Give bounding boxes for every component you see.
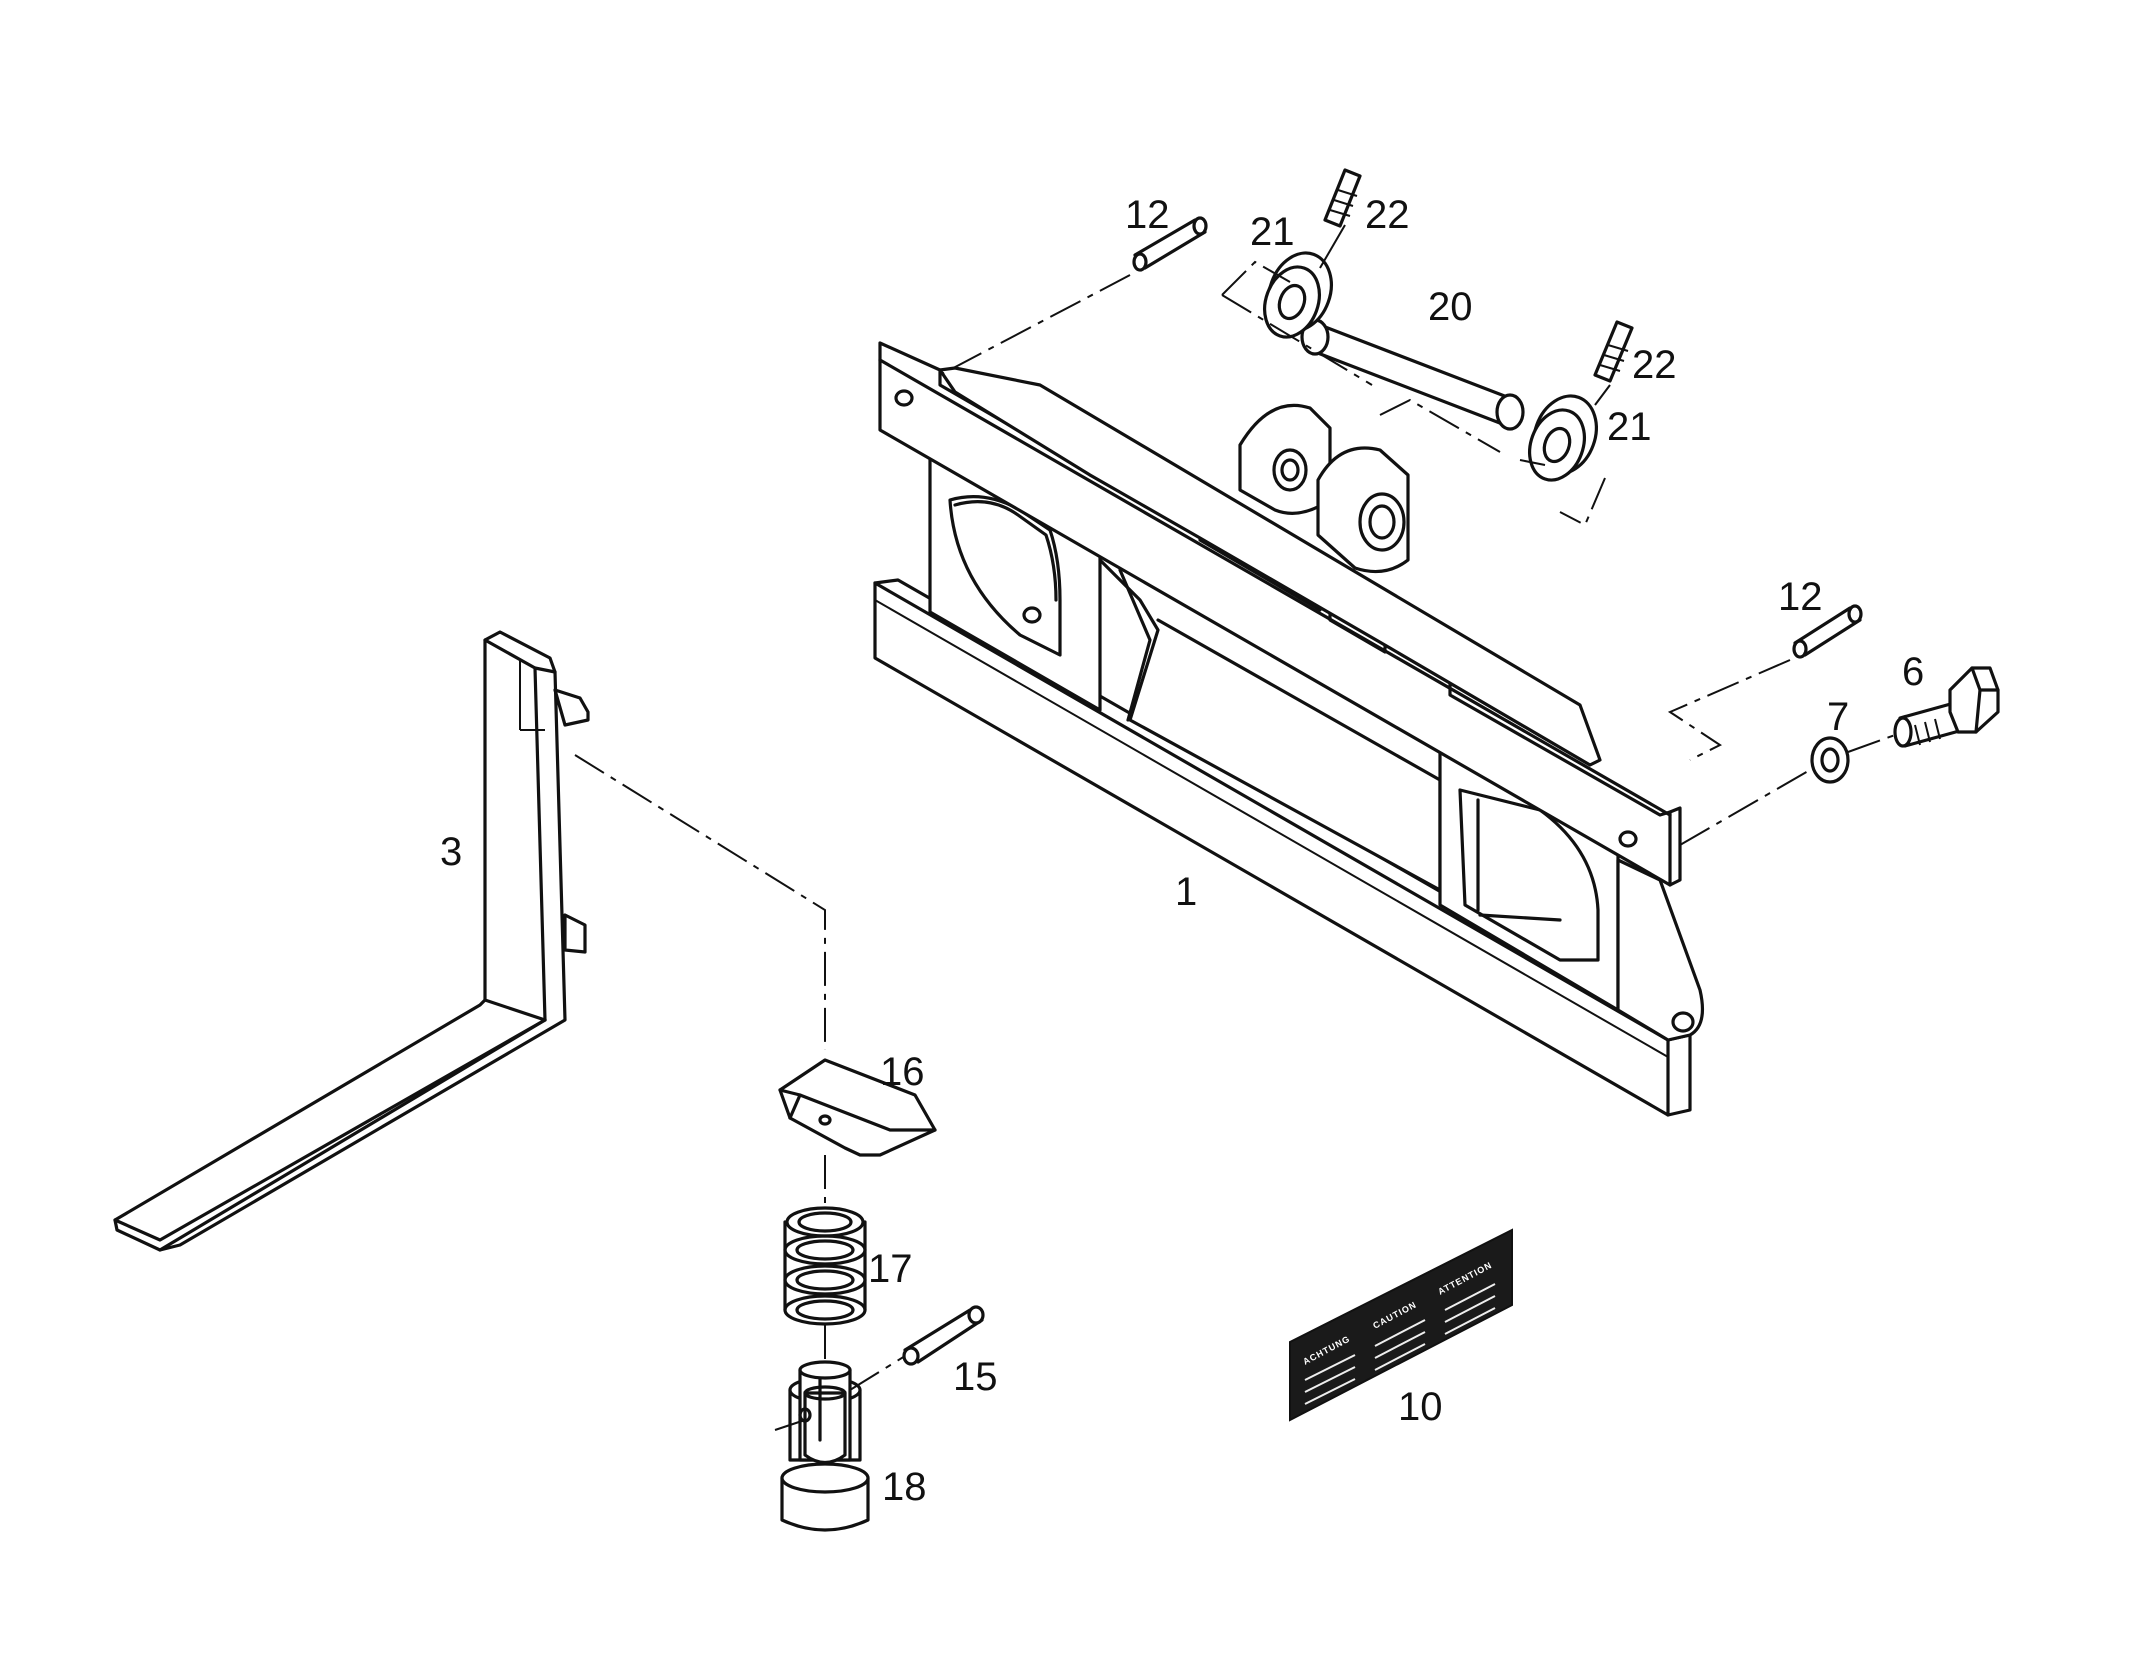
roll-pin-part-15 <box>902 1305 985 1366</box>
callout-22-right: 22 <box>1632 343 1677 387</box>
callout-17: 17 <box>868 1247 913 1291</box>
callout-16: 16 <box>880 1050 925 1094</box>
warning-decal-part-10: ACHTUNG CAUTION ATTENTION <box>1289 1228 1513 1422</box>
callout-18: 18 <box>882 1465 927 1509</box>
callout-15: 15 <box>953 1355 998 1399</box>
washer-part-7 <box>1810 736 1850 784</box>
callout-3: 3 <box>440 830 462 874</box>
assembly-leader-lines <box>574 224 1896 1431</box>
plunger-part-18 <box>780 1360 870 1532</box>
spring-part-17 <box>783 1206 867 1326</box>
callout-labels: 1 3 6 7 10 12 12 15 16 17 18 20 21 21 22… <box>440 193 1924 1509</box>
lock-block-part-16 <box>778 1058 937 1157</box>
bolt-part-6 <box>1893 666 2000 748</box>
pin-part-20 <box>1300 318 1525 431</box>
washer-part-21-right <box>1528 394 1598 482</box>
roll-pin-part-12-top <box>1132 216 1208 272</box>
callout-21-right: 21 <box>1607 405 1652 449</box>
callout-1: 1 <box>1175 870 1197 914</box>
fork-part-3 <box>113 630 590 1252</box>
grease-nipple-part-22-left <box>1323 168 1362 228</box>
callout-22-left: 22 <box>1365 193 1410 237</box>
callout-12-right: 12 <box>1778 575 1823 619</box>
grease-nipple-part-22-right <box>1593 320 1634 383</box>
callout-10: 10 <box>1398 1385 1443 1429</box>
callout-20: 20 <box>1428 285 1473 329</box>
callout-6: 6 <box>1902 650 1924 694</box>
washer-part-21-left <box>1263 251 1333 339</box>
callout-7: 7 <box>1827 695 1849 739</box>
carriage-frame-part-1 <box>873 341 1704 1117</box>
callout-21-left: 21 <box>1250 210 1295 254</box>
roll-pin-part-12-right <box>1792 604 1863 659</box>
callout-12-top: 12 <box>1125 193 1170 237</box>
